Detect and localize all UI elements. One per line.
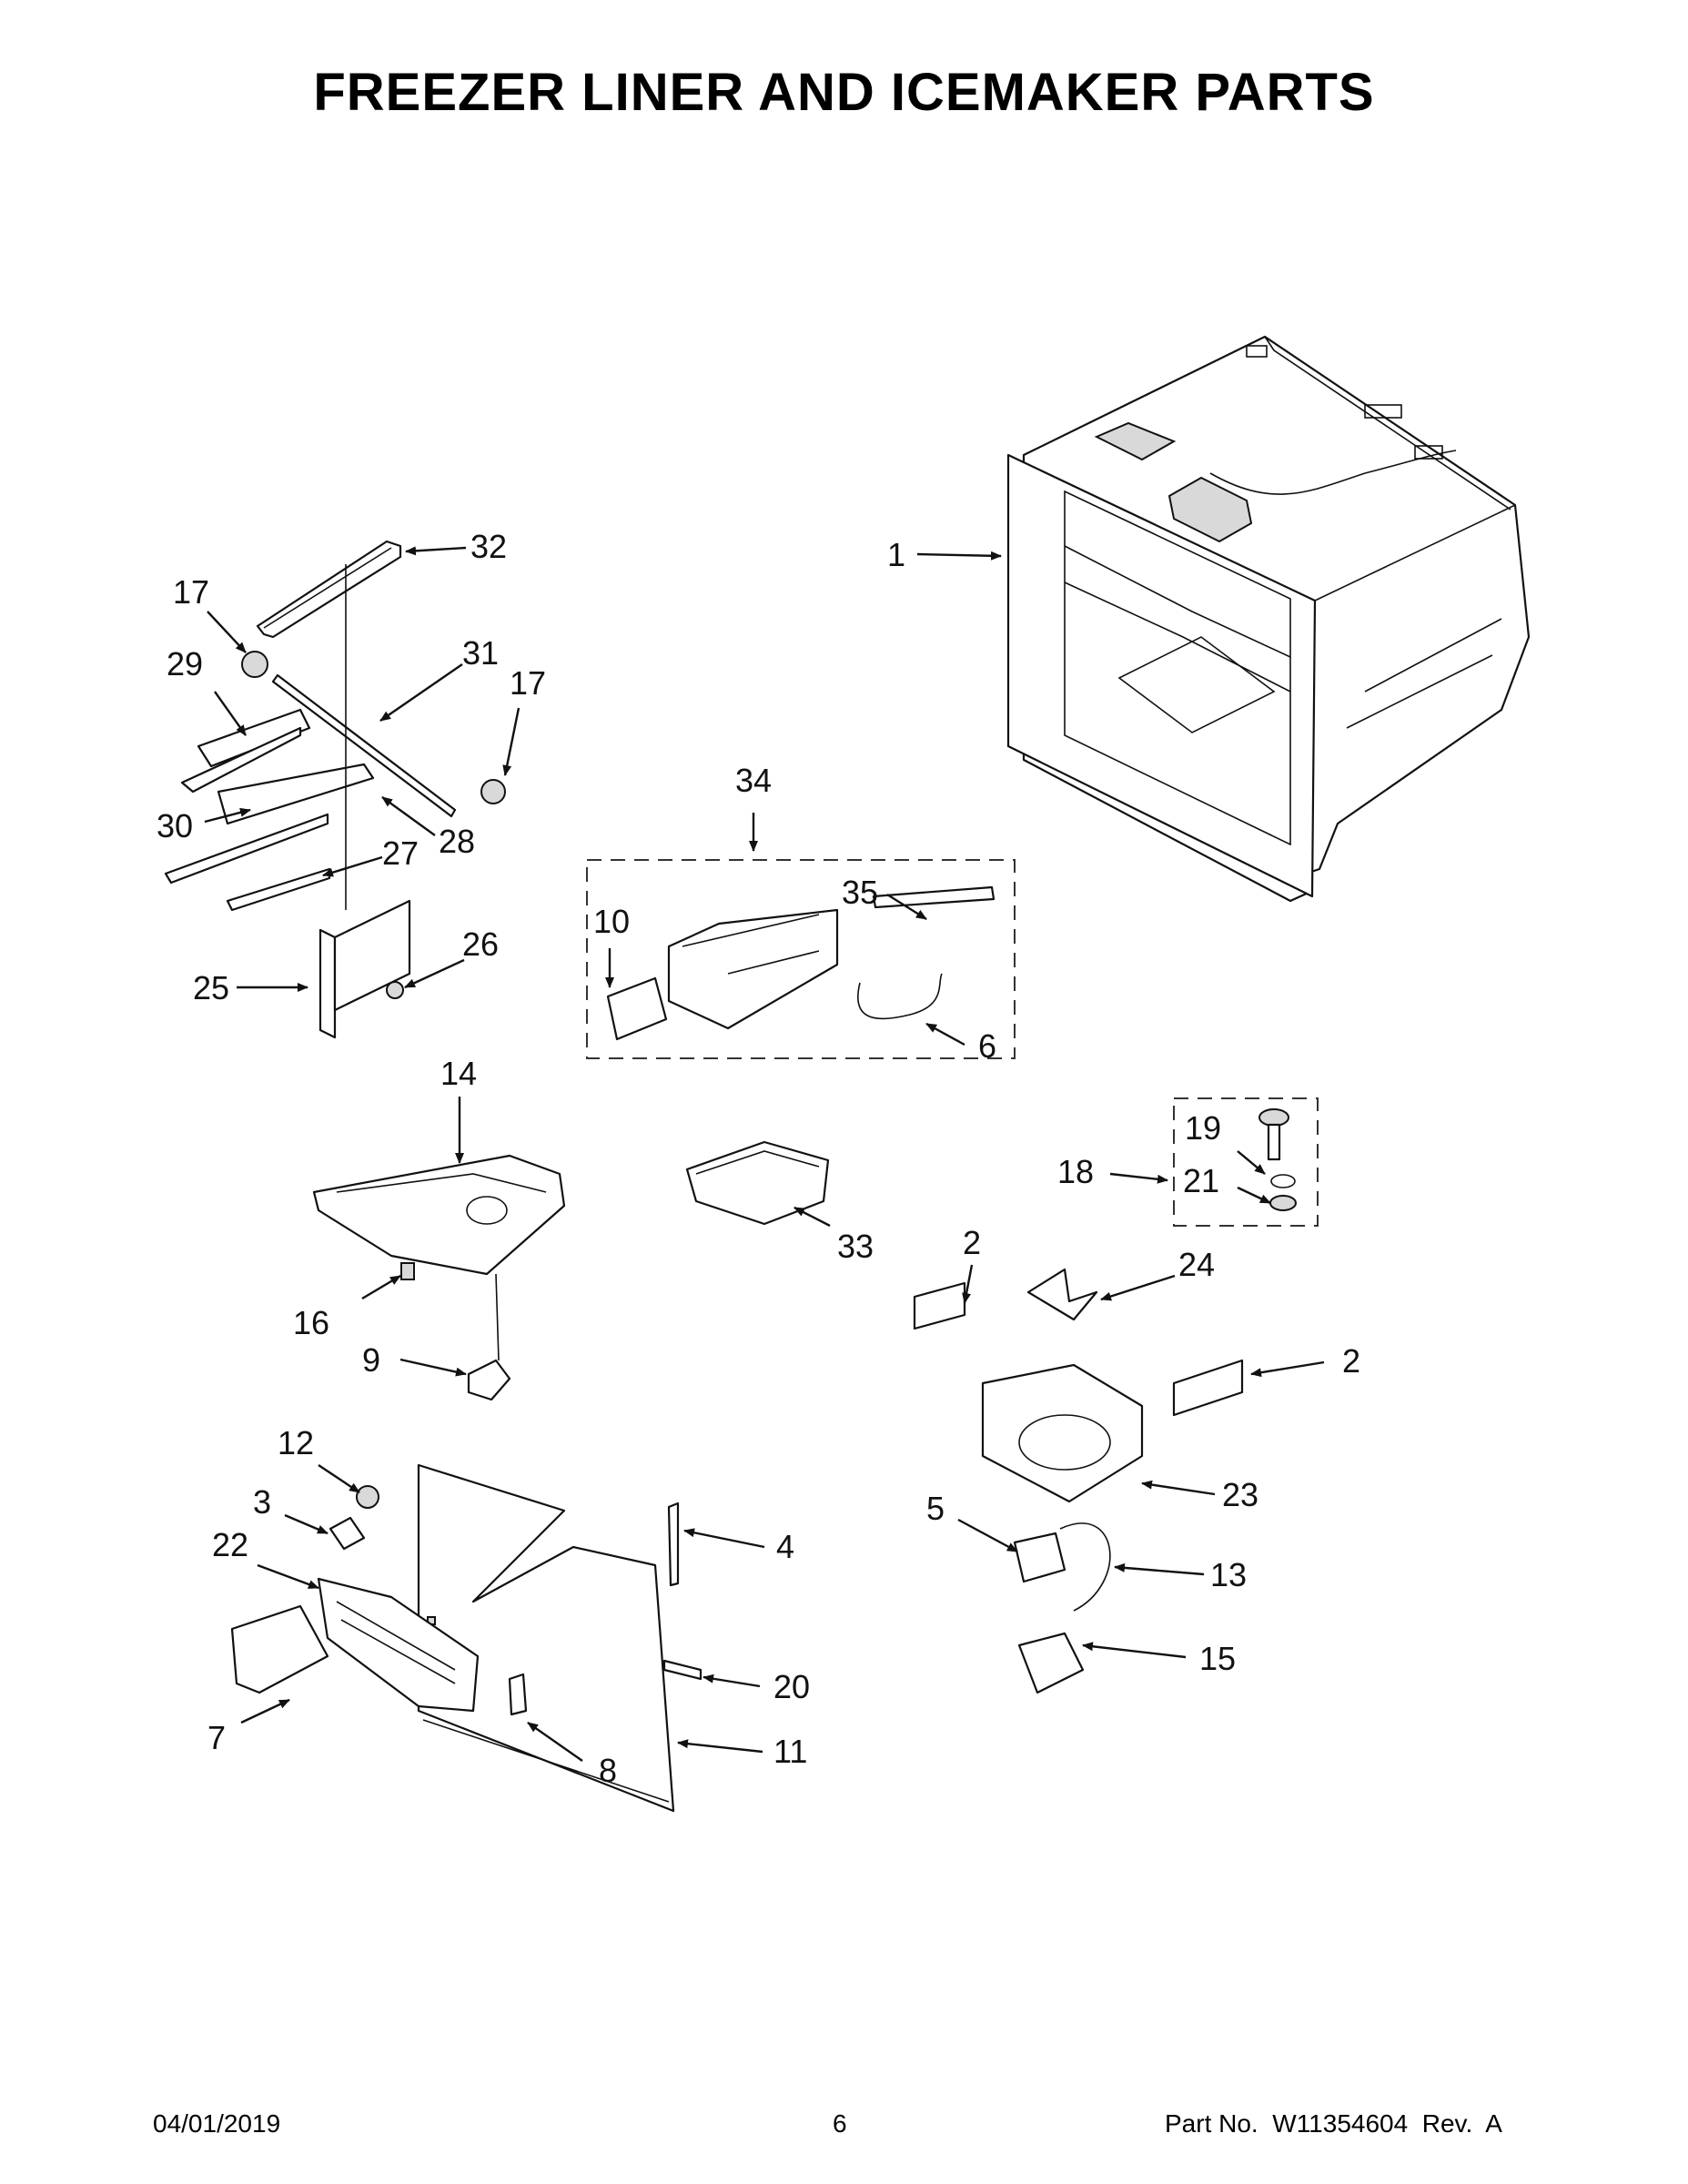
callout-12: 12 <box>278 1424 314 1461</box>
callout-6: 6 <box>978 1027 996 1065</box>
callout-35: 35 <box>842 874 878 911</box>
callout-3: 3 <box>253 1483 271 1521</box>
callout-17: 17 <box>510 664 546 702</box>
callout-16: 16 <box>293 1304 329 1341</box>
fan-assembly <box>913 1268 1244 1694</box>
valve-parts <box>1258 1108 1297 1211</box>
callout-25: 25 <box>193 969 229 1006</box>
callout-15: 15 <box>1199 1640 1236 1677</box>
callout-5: 5 <box>926 1490 945 1527</box>
callout-7: 7 <box>207 1719 226 1756</box>
leader-arrows <box>204 546 1325 1762</box>
callout-23: 23 <box>1222 1476 1258 1513</box>
upper-left-slide-assembly <box>164 540 506 1039</box>
duct-panel-assembly <box>230 1463 702 1813</box>
callout-8: 8 <box>599 1752 617 1789</box>
callout-21: 21 <box>1183 1162 1219 1199</box>
callout-9: 9 <box>362 1341 380 1379</box>
callout-4: 4 <box>776 1528 794 1565</box>
footer-page-number: 6 <box>833 2109 847 2138</box>
callout-2: 2 <box>1342 1342 1360 1380</box>
callout-32: 32 <box>470 528 507 565</box>
callout-31: 31 <box>462 634 499 672</box>
callout-1: 1 <box>887 536 905 573</box>
callout-19: 19 <box>1185 1109 1221 1147</box>
icemaker-assembly <box>606 885 996 1041</box>
callout-29: 29 <box>167 645 203 682</box>
callout-10: 10 <box>593 903 630 940</box>
callout-labels: 1 32 17 31 17 29 30 28 27 26 25 34 10 35… <box>157 528 1360 1789</box>
callout-28: 28 <box>439 823 475 860</box>
callout-13: 13 <box>1210 1556 1247 1593</box>
callout-2: 2 <box>963 1224 981 1261</box>
callout-14: 14 <box>440 1055 477 1092</box>
callout-33: 33 <box>837 1228 874 1265</box>
callout-26: 26 <box>462 925 499 963</box>
callout-22: 22 <box>212 1526 248 1563</box>
callout-27: 27 <box>382 834 419 872</box>
valve-kit-box <box>1173 1097 1319 1227</box>
callout-11: 11 <box>773 1733 807 1770</box>
callout-20: 20 <box>773 1668 810 1705</box>
footer-part-number: Part No. W11354604 Rev. A <box>1165 2109 1502 2138</box>
footer-date: 04/01/2019 <box>153 2109 281 2138</box>
callout-34: 34 <box>735 762 772 799</box>
freezer-liner <box>1006 335 1531 903</box>
callout-30: 30 <box>157 807 193 844</box>
ice-tray <box>685 1140 830 1226</box>
callout-18: 18 <box>1057 1153 1094 1190</box>
callout-17: 17 <box>173 573 209 611</box>
icemaker-kit-box <box>586 859 1016 1059</box>
page-title: FREEZER LINER AND ICEMAKER PARTS <box>313 63 1375 122</box>
callout-24: 24 <box>1178 1246 1215 1283</box>
ice-bucket-housing <box>312 1154 566 1401</box>
